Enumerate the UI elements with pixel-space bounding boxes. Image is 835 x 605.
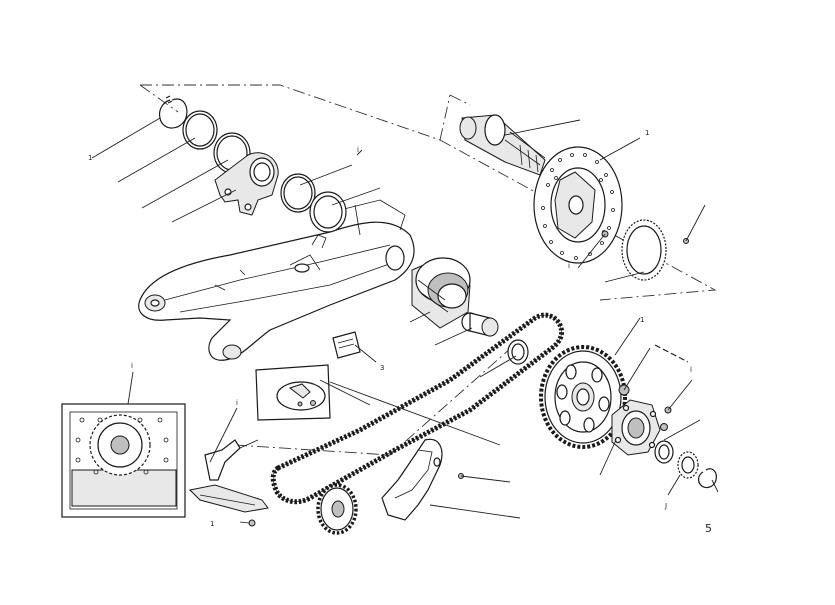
o-ring-4-inner	[313, 195, 343, 229]
flange-washer-inner	[658, 444, 670, 460]
o-ring-1-inner	[185, 113, 215, 147]
hardware-detail-box	[255, 364, 331, 421]
callout-ring: i	[568, 262, 570, 270]
sprocket-flange	[611, 399, 661, 456]
page-number: 5	[705, 522, 712, 535]
bearing-spacer	[461, 312, 499, 337]
snap-ring	[158, 95, 188, 129]
eccentric-hub	[411, 257, 471, 329]
chain-guard	[381, 438, 443, 521]
chain-slider-bracket	[188, 439, 269, 513]
callout-stud: l	[690, 366, 692, 374]
callout-screw: 1	[210, 520, 214, 528]
callout-axle: 1	[645, 129, 649, 137]
callout-sprocket: 1	[640, 316, 644, 324]
swingarm	[138, 199, 415, 361]
caliper-bracket	[214, 152, 279, 216]
rear-sprocket	[539, 345, 627, 449]
callout-labels: 1 i 1 3 1 i i J l 1 i	[88, 129, 692, 528]
leader-lines	[91, 117, 719, 519]
assembly-boundary	[139, 84, 717, 456]
flange-circlip	[697, 468, 717, 489]
callout-left-1: 1	[88, 154, 92, 162]
o-ring-3-inner	[283, 176, 313, 210]
abs-tone-ring	[621, 219, 667, 281]
callout-label-3: 3	[380, 364, 384, 372]
flange-studs	[654, 344, 689, 431]
callout-bearing: J	[664, 502, 667, 510]
rear-axle	[459, 114, 546, 176]
bracket-screw	[239, 519, 256, 527]
seal-ring-inner	[511, 343, 525, 361]
callout-bracket: i	[236, 399, 238, 407]
front-sprocket	[316, 483, 358, 535]
callout-inset: i	[131, 362, 133, 370]
warning-label	[332, 331, 361, 359]
drive-chain	[270, 312, 565, 505]
brake-disc	[533, 146, 623, 264]
callout-top-i: i	[357, 146, 359, 154]
inset-view-box	[61, 403, 186, 518]
flange-bearing	[677, 451, 699, 479]
